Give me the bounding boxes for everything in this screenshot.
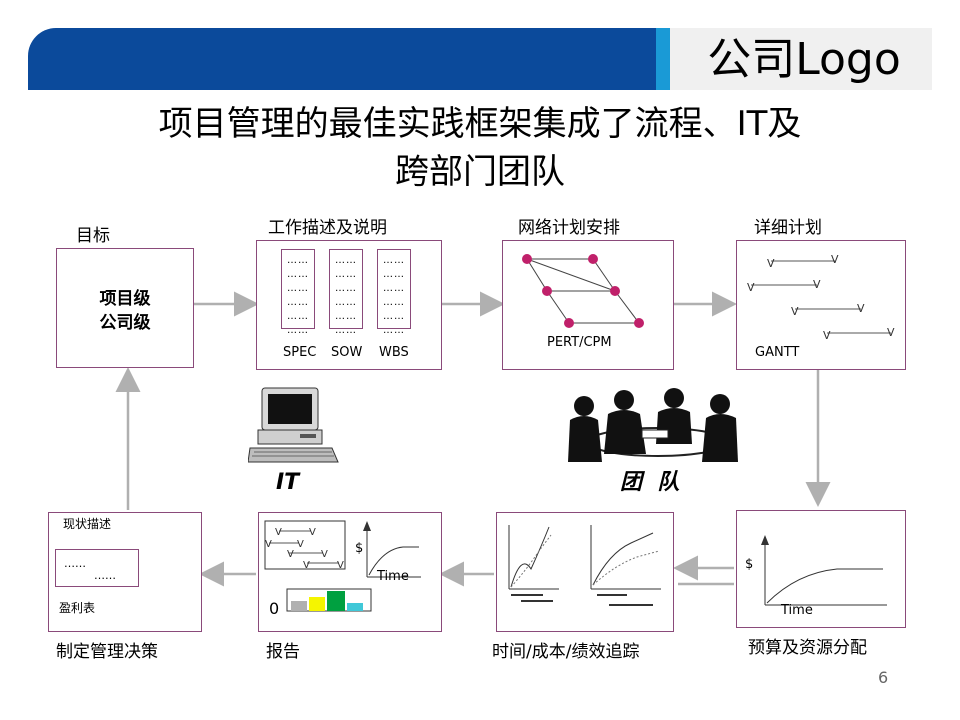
network-box: PERT/CPM	[502, 240, 674, 370]
report-gantt-mark: V	[265, 539, 272, 550]
goal-label: 目标	[76, 226, 110, 246]
report-graphics: V V V V V V V V	[259, 513, 441, 631]
wbs-doc-lines: …… …… …… …… …… ……	[378, 250, 410, 338]
spec-caption: SPEC	[283, 345, 316, 360]
gantt-caption: GANTT	[755, 345, 799, 360]
pert-node	[564, 318, 574, 328]
report-gantt-mark: V	[309, 527, 316, 538]
it-label: IT	[276, 470, 299, 495]
goal-level-company: 公司级	[57, 311, 193, 335]
decision-box: 现状描述 …… …… 盈利表	[48, 512, 202, 632]
tracking-label: 时间/成本/绩效追踪	[492, 642, 639, 662]
pert-node	[542, 286, 552, 296]
decision-label: 制定管理决策	[56, 642, 158, 662]
wbs-caption: WBS	[379, 345, 409, 360]
network-label: 网络计划安排	[518, 218, 620, 238]
gantt-mark: V	[747, 281, 755, 294]
gantt-mark: V	[767, 257, 775, 270]
report-x-unit: Time	[377, 569, 409, 584]
report-gantt-mark: V	[337, 560, 344, 571]
sow-doc-lines: …… …… …… …… …… ……	[330, 250, 362, 338]
scope-label: 工作描述及说明	[268, 218, 387, 238]
gantt-mark: V	[823, 329, 831, 342]
status-document: …… ……	[55, 549, 139, 587]
report-bar	[347, 603, 363, 611]
report-box: V V V V V V V V $ Time 0	[258, 512, 442, 632]
report-gantt-mark: V	[321, 549, 328, 560]
tracking-box	[496, 512, 674, 632]
spec-doc-lines: …… …… …… …… …… ……	[282, 250, 314, 338]
detail-label: 详细计划	[754, 218, 822, 238]
report-label: 报告	[266, 642, 300, 662]
gantt-mark: V	[791, 305, 799, 318]
computer-icon	[248, 386, 340, 468]
budget-y-unit: $	[745, 557, 753, 572]
sow-document: …… …… …… …… …… ……	[329, 249, 363, 329]
report-gantt-mark: V	[303, 560, 310, 571]
pert-node	[634, 318, 644, 328]
report-bar	[327, 591, 345, 611]
report-bar	[309, 597, 325, 611]
scope-box: …… …… …… …… …… …… …… …… …… …… …… …… …… ……	[256, 240, 442, 370]
gantt-mark: V	[831, 253, 839, 266]
goal-box: 项目级 公司级	[56, 248, 194, 368]
pert-node	[522, 254, 532, 264]
gantt-mark: V	[813, 278, 821, 291]
wbs-document: …… …… …… …… …… ……	[377, 249, 411, 329]
team-meeting-illustration	[568, 384, 740, 466]
report-gantt-mark: V	[275, 527, 282, 538]
report-y-unit: $	[355, 541, 363, 556]
budget-label: 预算及资源分配	[748, 638, 867, 658]
team-label: 团 队	[620, 464, 679, 496]
profit-loss-statement: 盈利表	[59, 601, 95, 616]
report-bar	[291, 601, 307, 611]
budget-x-unit: Time	[781, 603, 813, 618]
gantt-mark: V	[857, 302, 865, 315]
report-gantt-mark: V	[297, 539, 304, 550]
goal-level-project: 项目级	[57, 287, 193, 311]
budget-box: $ Time	[736, 510, 906, 628]
pert-caption: PERT/CPM	[547, 335, 612, 350]
report-zero: 0	[269, 599, 279, 618]
status-doc-dots-2: ……	[94, 568, 116, 583]
report-gantt-mark: V	[287, 549, 294, 560]
pert-node	[610, 286, 620, 296]
status-description: 现状描述	[63, 517, 111, 532]
spec-document: …… …… …… …… …… ……	[281, 249, 315, 329]
budget-chart	[737, 511, 905, 627]
page-number: 6	[878, 668, 888, 687]
sow-caption: SOW	[331, 345, 362, 360]
detail-box: V V V V V V V V GANTT	[736, 240, 906, 370]
tracking-charts	[497, 513, 673, 631]
status-doc-dots-1: ……	[64, 556, 86, 571]
gantt-mark: V	[887, 326, 895, 339]
pert-node	[588, 254, 598, 264]
